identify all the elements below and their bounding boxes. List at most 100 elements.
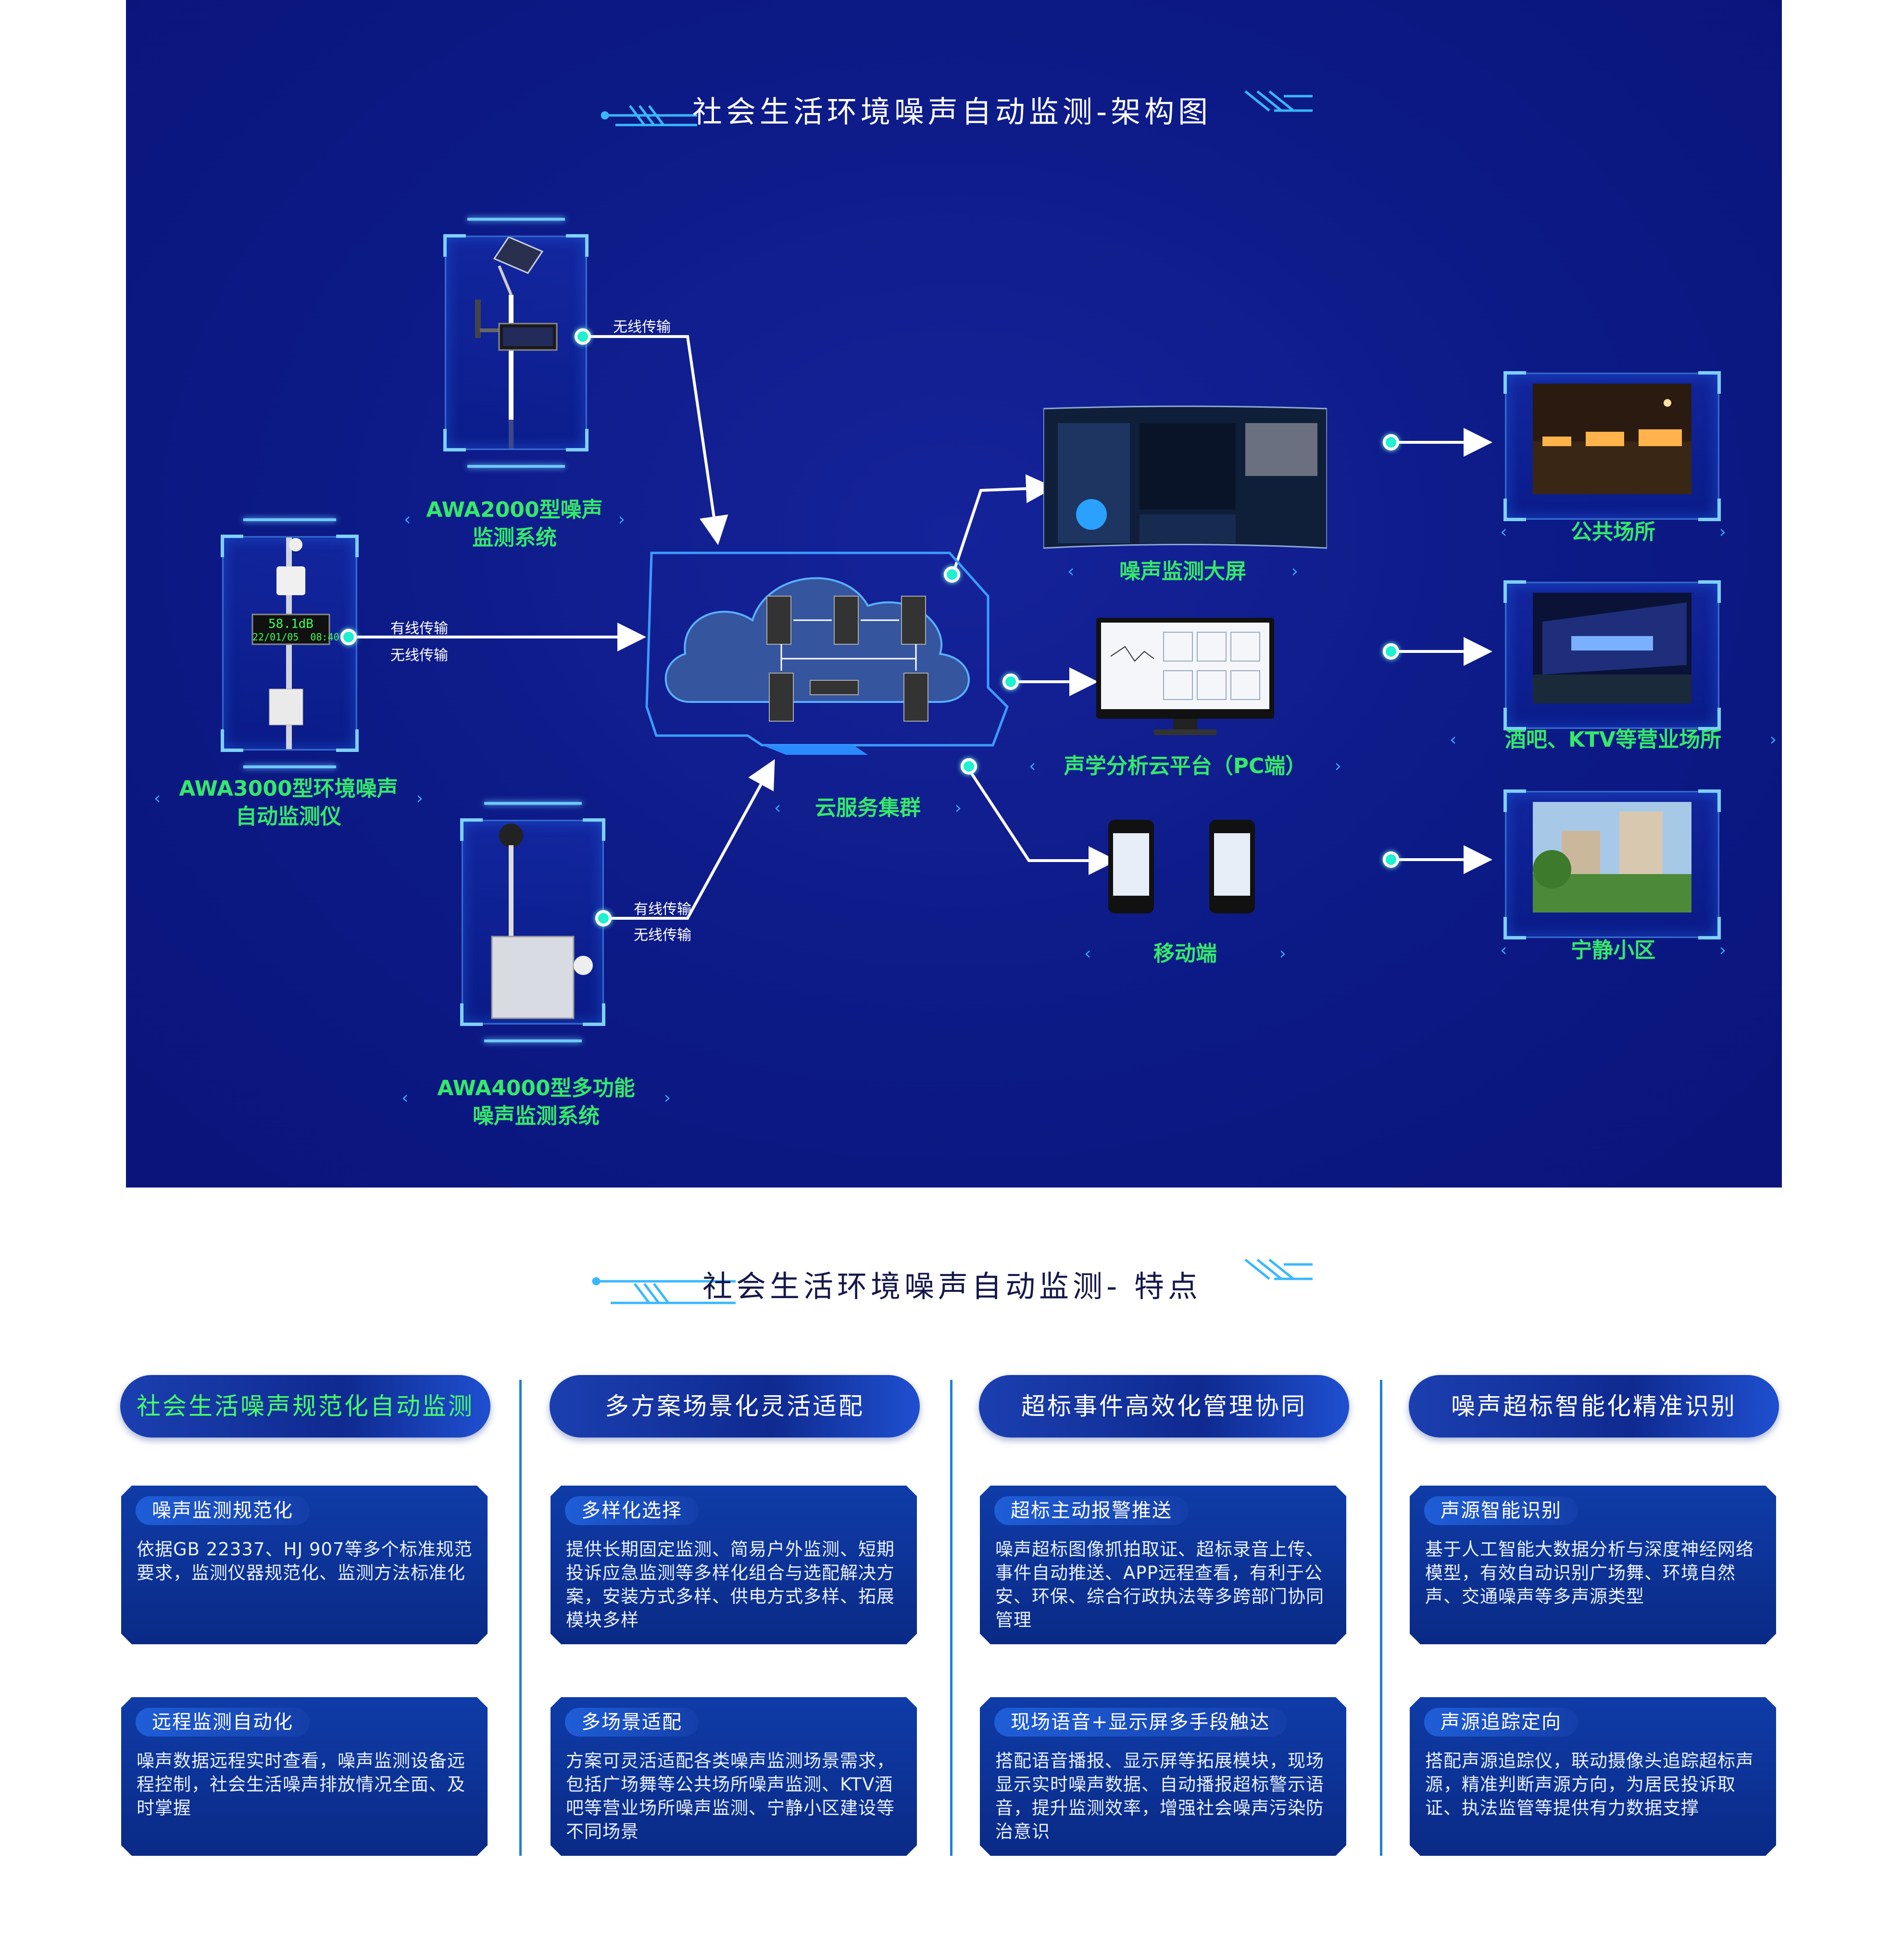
awa4000-port [595, 910, 612, 926]
awa3000-connection-wireless: 无线传输 [390, 647, 448, 664]
chevron-right-icon: › [1291, 562, 1298, 581]
features-title: 社会生活环境噪声自动监测- 特点 [702, 1269, 1202, 1304]
feature-heading-recognition: 噪声超标智能化精准识别 [1409, 1375, 1779, 1438]
awa4000-label: ‹ AWA4000型多功能 噪声监测系统 › [401, 1076, 671, 1128]
output-mobile-label: ‹ 移动端 › [1084, 940, 1286, 968]
awa4000-connection-wired: 有线传输 [634, 901, 691, 918]
features-title-decoration-left [592, 1277, 736, 1304]
feature-card-text: 基于人工智能大数据分析与深度神经网络模型，有效自动识别广场舞、环境自然声、交通噪… [1425, 1539, 1754, 1607]
column-divider [519, 1380, 522, 1856]
awa3000-port [340, 629, 357, 645]
awa4000-connection-wireless: 无线传输 [634, 927, 691, 944]
awa3000-connection-wired: 有线传输 [390, 620, 448, 637]
features-title-decoration-right [1244, 1259, 1313, 1280]
cloud-cluster-label: ‹ 云服务集群 › [774, 794, 962, 822]
awa2000-label: ‹ AWA2000型噪声 监测系统 › [404, 498, 625, 550]
chevron-right-icon: › [664, 1088, 671, 1108]
scene-port-public [1383, 434, 1399, 450]
feature-card: 多场景适配 方案可灵活适配各类噪声监测场景需求，包括广场舞等公共场所噪声监测、K… [551, 1697, 917, 1856]
feature-heading-scenario: 多方案场景化灵活适配 [550, 1375, 920, 1438]
column-divider [950, 1380, 952, 1856]
chevron-left-icon: ‹ [1500, 940, 1507, 960]
chevron-right-icon: › [1279, 944, 1286, 963]
output-pc-label: ‹ 声学分析云平台（PC端） › [1029, 752, 1341, 780]
output-big-screen-label: ‹ 噪声监测大屏 › [1067, 558, 1298, 586]
feature-card-tag: 声源智能识别 [1424, 1496, 1578, 1525]
feature-card: 噪声监测规范化 依据GB 22337、HJ 907等多个标准规范要求，监测仪器规… [121, 1486, 488, 1644]
feature-card-text: 搭配语音播报、显示屏等拓展模块，现场显示实时噪声数据、自动播报超标警示语音，提升… [995, 1751, 1324, 1842]
chevron-right-icon: › [1334, 756, 1341, 776]
feature-card-tag: 多样化选择 [565, 1496, 699, 1525]
feature-card-text: 提供长期固定监测、简易户外监测、短期投诉应急监测等多样化组合与选配解决方案，安装… [566, 1539, 895, 1630]
mobile-phones-image [1108, 820, 1255, 913]
awa4000-frame [460, 802, 605, 1042]
public-plaza-image [1533, 384, 1691, 494]
feature-card-text: 噪声数据远程实时查看，噪声监测设备远程控制，社会生活噪声排放情况全面、及时掌握 [137, 1751, 465, 1818]
feature-card-text: 噪声超标图像抓拍取证、超标录音上传、事件自动推送、APP远程查看，有利于公安、环… [995, 1539, 1324, 1630]
scene-bar-label: ‹ 酒吧、KTV等营业场所 › [1450, 726, 1777, 754]
chevron-right-icon: › [1769, 730, 1777, 750]
chevron-right-icon: › [416, 788, 423, 808]
feature-heading-standardization: 社会生活噪声规范化自动监测 [120, 1375, 490, 1438]
chevron-right-icon: › [618, 510, 625, 529]
chevron-left-icon: ‹ [1500, 522, 1507, 542]
chevron-right-icon: › [1719, 522, 1726, 542]
feature-card: 现场语音+显示屏多手段触达 搭配语音播报、显示屏等拓展模块，现场显示实时噪声数据… [980, 1697, 1346, 1856]
awa3000-label: ‹ AWA3000型环境噪声 自动监测仪 › [154, 776, 423, 829]
architecture-title: 社会生活环境噪声自动监测-架构图 [692, 94, 1212, 129]
feature-card-text: 方案可灵活适配各类噪声监测场景需求，包括广场舞等公共场所噪声监测、KTV酒吧等营… [566, 1751, 895, 1842]
awa3000-frame: 58.1dB 22/01/05 08:40 [221, 518, 359, 768]
scene-public-frame [1503, 371, 1721, 521]
feature-card: 超标主动报警推送 噪声超标图像抓拍取证、超标录音上传、事件自动推送、APP远程查… [980, 1486, 1346, 1644]
portable-monitor-icon [491, 824, 593, 1019]
feature-card-tag: 多场景适配 [565, 1708, 699, 1737]
feature-card-text: 搭配声源追踪仪，联动摄像头追踪超标声源，精准判断声源方向，为居民投诉取证、执法监… [1425, 1751, 1754, 1818]
cloud-port-pc [1002, 674, 1019, 690]
column-divider [1380, 1380, 1382, 1856]
cloud-port-mobile [961, 758, 977, 775]
feature-card-tag: 声源追踪定向 [1424, 1708, 1578, 1737]
solar-noise-station-icon [475, 237, 558, 449]
feature-card: 远程监测自动化 噪声数据远程实时查看，噪声监测设备远程控制，社会生活噪声排放情况… [121, 1697, 488, 1856]
chevron-left-icon: ‹ [1029, 756, 1036, 776]
feature-card: 声源智能识别 基于人工智能大数据分析与深度神经网络模型，有效自动识别广场舞、环境… [1410, 1486, 1776, 1644]
feature-card: 多样化选择 提供长期固定监测、简易户外监测、短期投诉应急监测等多样化组合与选配解… [551, 1486, 917, 1644]
chevron-left-icon: ‹ [404, 510, 411, 529]
feature-card-tag: 现场语音+显示屏多手段触达 [994, 1708, 1287, 1737]
chevron-left-icon: ‹ [1067, 562, 1075, 581]
scene-public-label: ‹ 公共场所 › [1500, 518, 1726, 546]
awa3000-screen-value: 58.1dB [268, 617, 313, 631]
awa2000-frame [443, 218, 589, 468]
chevron-left-icon: ‹ [154, 788, 161, 808]
quiet-community-image [1533, 802, 1691, 913]
connection-lines [617, 428, 1492, 875]
awa2000-port [575, 328, 591, 345]
monitor-pole-icon [251, 538, 330, 749]
pc-monitor-image [1096, 618, 1274, 735]
feature-card-text: 依据GB 22337、HJ 907等多个标准规范要求，监测仪器规范化、监测方法标… [137, 1539, 473, 1583]
chevron-right-icon: › [954, 798, 962, 818]
scene-port-community [1383, 851, 1399, 868]
chevron-left-icon: ‹ [1084, 944, 1091, 963]
cloud-port-screen [944, 566, 960, 583]
chevron-left-icon: ‹ [774, 798, 781, 818]
chevron-left-icon: ‹ [1450, 730, 1457, 750]
awa2000-connection: 无线传输 [613, 319, 671, 336]
scene-community-label: ‹ 宁静小区 › [1500, 937, 1726, 964]
cloud-cluster-frame [645, 551, 1009, 755]
scene-community-frame [1503, 789, 1721, 939]
chevron-left-icon: ‹ [401, 1088, 409, 1108]
feature-card-tag: 超标主动报警推送 [994, 1496, 1189, 1525]
feature-heading-management: 超标事件高效化管理协同 [979, 1375, 1349, 1438]
feature-card-tag: 远程监测自动化 [136, 1708, 310, 1737]
chevron-right-icon: › [1719, 940, 1726, 960]
bar-ktv-image [1533, 593, 1691, 703]
title-decoration-left [601, 105, 697, 126]
scene-bar-frame [1503, 580, 1721, 730]
feature-card: 声源追踪定向 搭配声源追踪仪，联动摄像头追踪超标声源，精准判断声源方向，为居民投… [1410, 1697, 1776, 1856]
scene-port-bar [1383, 643, 1399, 660]
title-decoration-right [1244, 90, 1313, 112]
feature-card-tag: 噪声监测规范化 [136, 1496, 310, 1525]
big-screen-image [1043, 405, 1327, 549]
awa3000-screen-time: 22/01/05 08:40 [252, 631, 339, 643]
